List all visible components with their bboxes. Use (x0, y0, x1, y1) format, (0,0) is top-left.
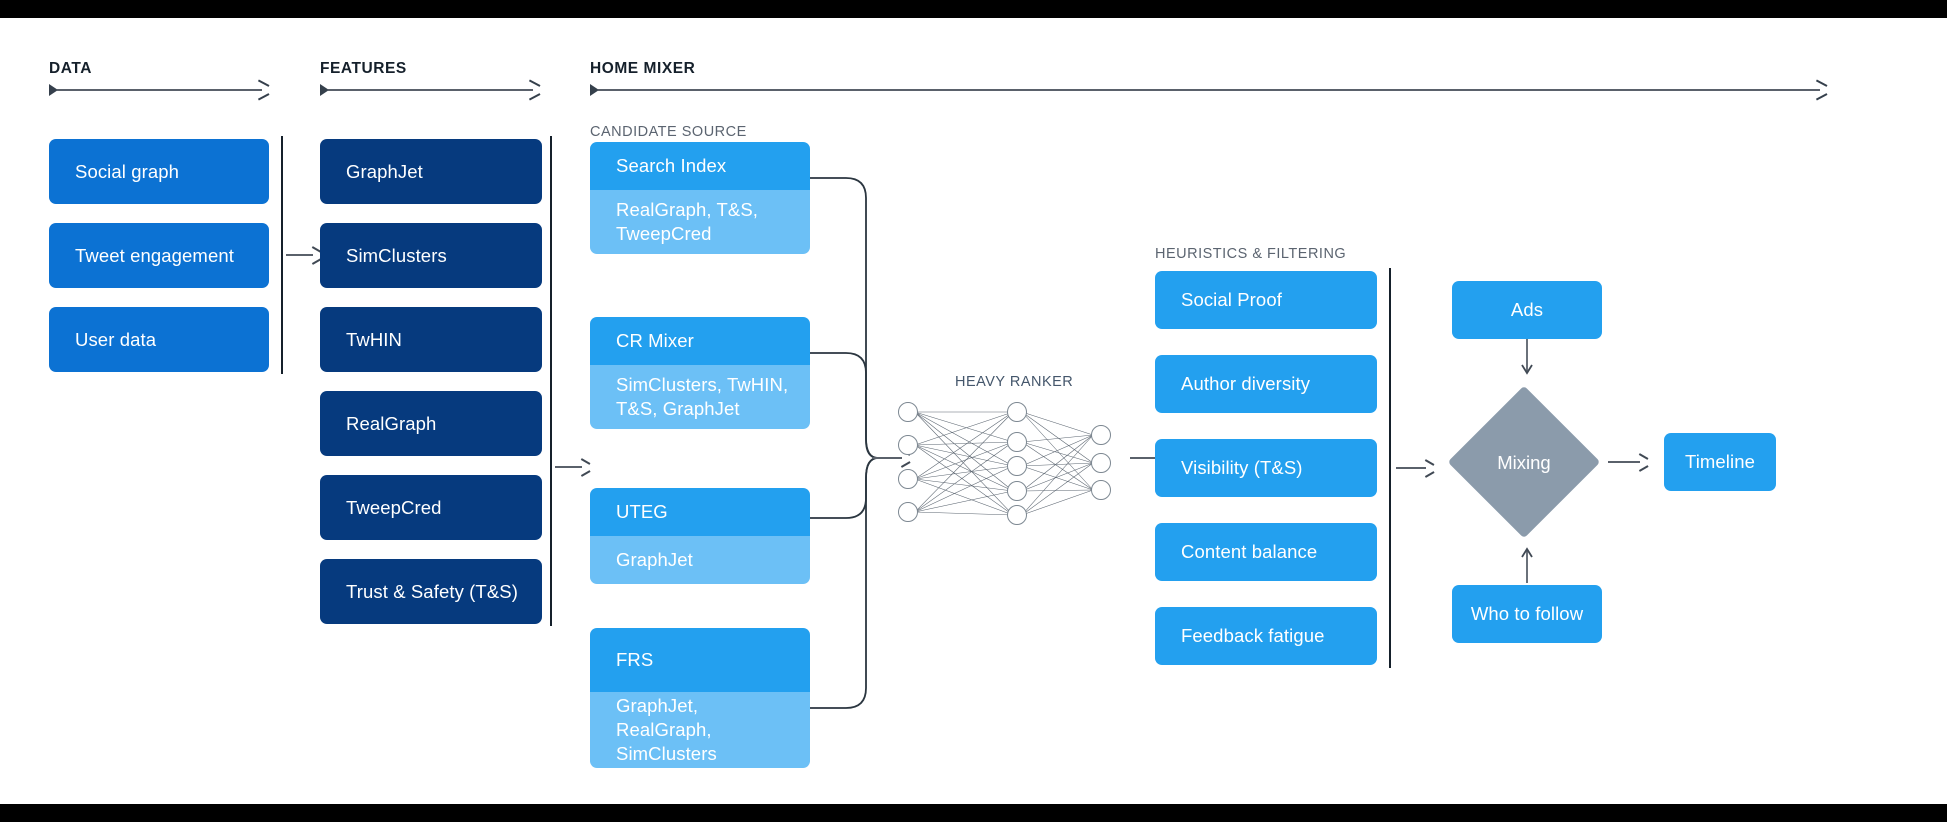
section-label-features: FEATURES (320, 60, 407, 77)
arrow-who-to-follow-to-mixing (1521, 547, 1533, 583)
feature-card-tweepcred[interactable]: TweepCred (320, 475, 542, 540)
arrow-heuristics-to-mixing (1396, 462, 1436, 474)
candidate-source-frs[interactable]: FRS GraphJet, RealGraph, SimClusters (590, 628, 810, 768)
divider-features-home-mixer (550, 136, 552, 626)
card-label: SimClusters (346, 244, 447, 266)
heuristic-card-social-proof[interactable]: Social Proof (1155, 271, 1377, 329)
candidate-source-title: CR Mixer (590, 317, 810, 365)
mixing-label: Mixing (1497, 452, 1551, 473)
card-label: RealGraph (346, 412, 437, 434)
candidate-source-connectors (810, 177, 879, 709)
arrow-ranker-to-heuristics (1130, 452, 1170, 464)
candidate-source-title: FRS (590, 628, 810, 692)
card-label: Who to follow (1470, 603, 1584, 625)
sublabel-candidate-source: CANDIDATE SOURCE (590, 124, 747, 140)
card-label: Social graph (75, 160, 180, 182)
candidate-source-search-index[interactable]: Search Index RealGraph, T&S, TweepCred (590, 142, 810, 254)
section-arrow-home-mixer (590, 83, 1830, 97)
heuristic-card-feedback-fatigue[interactable]: Feedback fatigue (1155, 607, 1377, 665)
output-card-ads[interactable]: Ads (1452, 281, 1602, 339)
feature-card-realgraph[interactable]: RealGraph (320, 391, 542, 456)
card-label: User data (75, 328, 157, 350)
section-label-data: DATA (49, 60, 92, 77)
card-label: GraphJet (346, 160, 423, 182)
diagram-canvas: DATA FEATURES HOME MIXER CANDIDATE SOURC… (0, 18, 1947, 804)
card-label: Visibility (T&S) (1181, 457, 1303, 479)
heavy-ranker-network (898, 402, 1111, 525)
feature-card-simclusters[interactable]: SimClusters (320, 223, 542, 288)
data-card-social-graph[interactable]: Social graph (49, 139, 269, 204)
sublabel-heavy-ranker: HEAVY RANKER (955, 374, 1074, 390)
card-label: Social Proof (1181, 289, 1282, 311)
candidate-source-features: GraphJet, RealGraph, SimClusters (590, 692, 810, 768)
card-label: Timeline (1684, 451, 1756, 473)
card-label: Author diversity (1181, 373, 1311, 395)
candidate-source-cr-mixer[interactable]: CR Mixer SimClusters, TwHIN, T&S, GraphJ… (590, 317, 810, 429)
card-label: Trust & Safety (T&S) (346, 580, 518, 602)
heuristic-card-content-balance[interactable]: Content balance (1155, 523, 1377, 581)
feature-card-graphjet[interactable]: GraphJet (320, 139, 542, 204)
data-card-tweet-engagement[interactable]: Tweet engagement (49, 223, 269, 288)
section-arrow-data (49, 83, 271, 97)
card-label: TwHIN (346, 328, 402, 350)
card-label: TweepCred (346, 496, 442, 518)
card-label: Content balance (1181, 541, 1318, 563)
feature-card-trust-safety[interactable]: Trust & Safety (T&S) (320, 559, 542, 624)
arrow-mixing-to-timeline (1608, 456, 1650, 468)
sublabel-heuristics: HEURISTICS & FILTERING (1155, 246, 1347, 262)
heuristic-card-author-diversity[interactable]: Author diversity (1155, 355, 1377, 413)
arrow-candidate-source-to-ranker (872, 452, 912, 464)
arrow-features-to-candidate-source (555, 461, 591, 473)
candidate-source-features: RealGraph, T&S, TweepCred (590, 190, 810, 254)
output-card-timeline[interactable]: Timeline (1664, 433, 1776, 491)
arrow-data-to-features (286, 249, 322, 261)
divider-data-features (281, 136, 283, 374)
heuristic-card-visibility[interactable]: Visibility (T&S) (1155, 439, 1377, 497)
candidate-source-title: UTEG (590, 488, 810, 536)
data-card-user-data[interactable]: User data (49, 307, 269, 372)
card-label: Ads (1510, 299, 1544, 321)
feature-card-twhin[interactable]: TwHIN (320, 307, 542, 372)
candidate-source-title: Search Index (590, 142, 810, 190)
divider-heuristics-output (1389, 268, 1391, 668)
candidate-source-uteg[interactable]: UTEG GraphJet (590, 488, 810, 584)
section-label-home-mixer: HOME MIXER (590, 60, 696, 77)
section-arrow-features (320, 83, 542, 97)
candidate-source-features: SimClusters, TwHIN, T&S, GraphJet (590, 365, 810, 429)
card-label: Feedback fatigue (1181, 625, 1325, 647)
arrow-ads-to-mixing (1521, 339, 1533, 375)
output-card-who-to-follow[interactable]: Who to follow (1452, 585, 1602, 643)
candidate-source-features: GraphJet (590, 536, 810, 584)
card-label: Tweet engagement (75, 244, 234, 266)
